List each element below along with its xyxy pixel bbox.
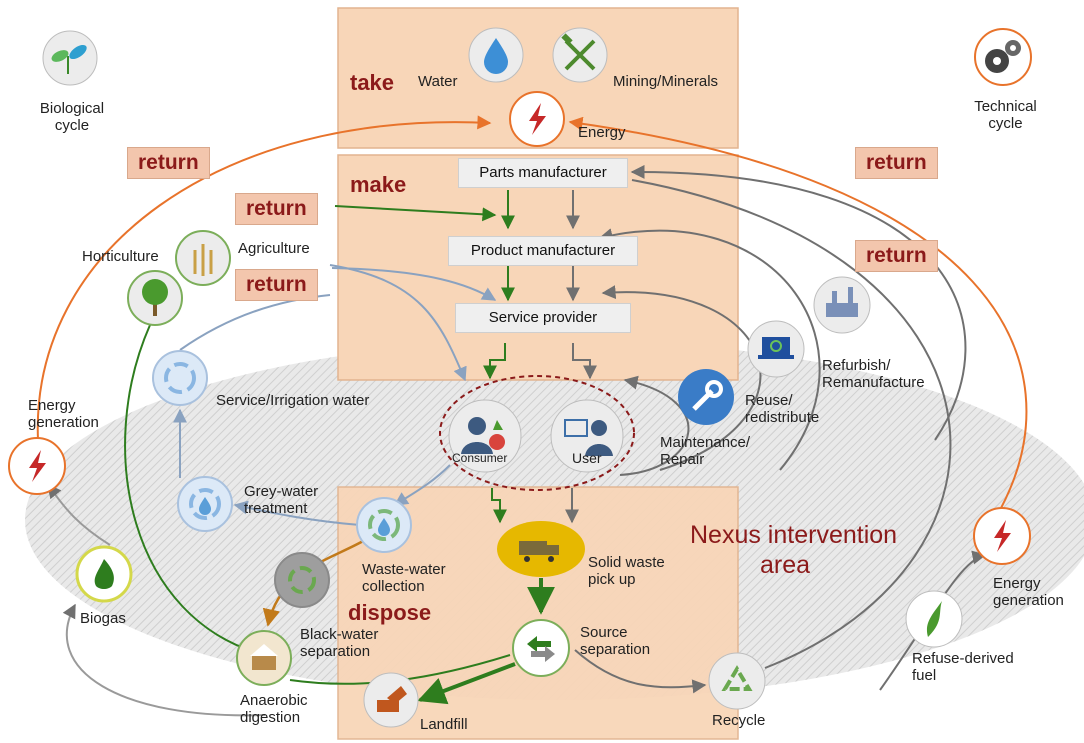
hammer-pick-icon bbox=[552, 27, 608, 83]
consumer-user-group bbox=[439, 375, 635, 491]
product-manufacturer-box: Product manufacturer bbox=[448, 236, 638, 266]
parts-manufacturer-box: Parts manufacturer bbox=[458, 158, 628, 188]
waste-water-icon bbox=[356, 497, 412, 553]
green-line-horticulture bbox=[124, 324, 266, 656]
landfill-label: Landfill bbox=[420, 716, 468, 733]
green-arrow-return bbox=[334, 205, 497, 222]
recycle-label: Recycle bbox=[712, 712, 766, 729]
consumer-label: Consumer bbox=[452, 451, 508, 465]
grey-arrow-refurbish-product bbox=[598, 228, 821, 471]
return-label-4: return bbox=[855, 147, 938, 179]
orange-arrow-left bbox=[36, 115, 492, 441]
user-label: User bbox=[572, 450, 602, 466]
blue-arrow-irrigation-agri bbox=[179, 294, 331, 351]
user-icon bbox=[550, 399, 624, 473]
agriculture-icon bbox=[175, 230, 231, 286]
anaerobic-icon bbox=[236, 630, 292, 686]
blue-arrow-waste-grey bbox=[233, 500, 361, 526]
green-arrow-source-landfill bbox=[417, 662, 516, 705]
factory-icon bbox=[813, 276, 871, 334]
energy-take-label: Energy bbox=[578, 124, 626, 141]
irrigation-water-icon bbox=[152, 350, 208, 406]
make-panel bbox=[337, 154, 739, 381]
blue-arrow-agri-service bbox=[331, 267, 497, 301]
laptop-icon bbox=[747, 320, 805, 378]
irrigation-label: Service/Irrigation water bbox=[216, 392, 370, 409]
horticulture-label: Horticulture bbox=[82, 248, 159, 265]
return-label-1: return bbox=[127, 147, 210, 179]
orange-arrow-right bbox=[568, 116, 1028, 511]
horticulture-icon bbox=[127, 270, 183, 326]
biogas-label: Biogas bbox=[80, 610, 126, 627]
source-separation-icon bbox=[512, 619, 570, 677]
consumer-icon bbox=[448, 399, 522, 473]
energy-right-icon bbox=[973, 507, 1031, 565]
grey-arrow-service-user bbox=[572, 343, 597, 380]
recycle-icon bbox=[708, 652, 766, 710]
technical-cycle-icon bbox=[974, 28, 1032, 86]
black-water-icon bbox=[274, 552, 330, 608]
return-label-3: return bbox=[235, 269, 318, 301]
mining-label: Mining/Minerals bbox=[613, 73, 719, 90]
grey-arrow-maint-user bbox=[619, 375, 690, 476]
stage-dispose: dispose bbox=[348, 600, 432, 625]
grey-water-icon bbox=[177, 476, 233, 532]
rdf-icon bbox=[905, 590, 963, 648]
service-provider-box: Service provider bbox=[455, 303, 631, 333]
grey-arrow-source-recycle bbox=[574, 649, 707, 694]
grey-arrow-anaerobic-biogas bbox=[62, 603, 266, 717]
stage-take: take bbox=[350, 70, 395, 95]
green-arrow-service-consumer bbox=[483, 343, 506, 380]
landfill-icon bbox=[363, 672, 419, 728]
water-drop-icon bbox=[468, 27, 524, 83]
return-label-2: return bbox=[235, 193, 318, 225]
maintenance-label: Maintenance/Repair bbox=[660, 434, 751, 469]
grey-arrow-recycle-parts bbox=[631, 179, 952, 669]
reuse-label: Reuse/redistribute bbox=[745, 392, 820, 427]
energy-take-icon bbox=[509, 91, 565, 147]
biogas-icon bbox=[75, 545, 133, 603]
green-arrow-consumer-waste bbox=[491, 488, 507, 524]
refurbish-label: Refurbish/Remanufacture bbox=[822, 357, 925, 392]
truck-icon bbox=[497, 521, 585, 577]
stage-make: make bbox=[350, 172, 407, 197]
wrench-icon bbox=[678, 369, 734, 425]
energy-left-icon bbox=[8, 437, 66, 495]
blue-arrow-agri-consumer bbox=[329, 264, 467, 382]
return-label-5: return bbox=[855, 240, 938, 272]
water-label: Water bbox=[418, 73, 458, 90]
agriculture-label: Agriculture bbox=[238, 240, 310, 257]
biological-cycle-icon bbox=[42, 30, 98, 86]
